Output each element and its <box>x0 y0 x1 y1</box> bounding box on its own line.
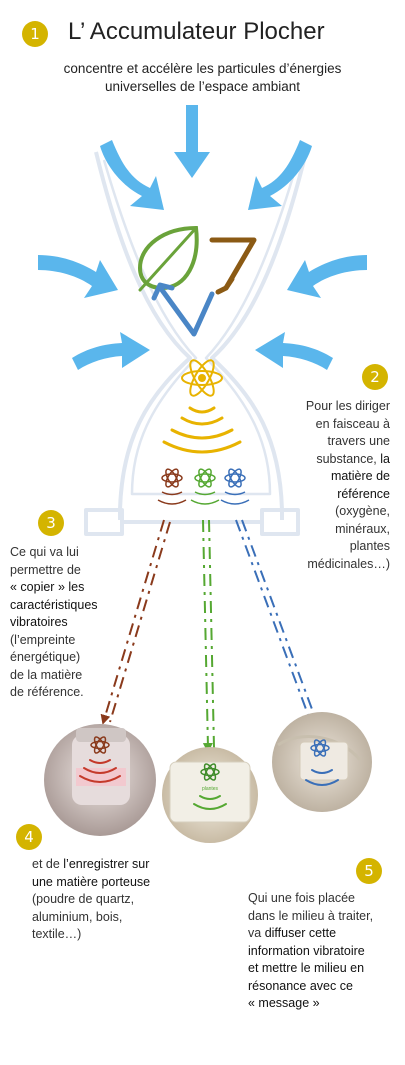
arrow-icon <box>38 105 367 370</box>
text-line: une matière porteuse <box>32 874 151 889</box>
text-line: travers une <box>327 434 390 448</box>
text-line: Qui une fois placée <box>248 891 356 905</box>
text-line: dans le milieu à traiter, <box>248 908 374 923</box>
leaf-icon <box>137 225 199 292</box>
beam-blue <box>235 519 317 725</box>
text-line: permettre de <box>10 562 81 577</box>
atom-icon <box>157 468 187 505</box>
text-line: plantes <box>349 539 390 553</box>
subtitle-line: concentre et accélère les particules d’é… <box>63 61 342 76</box>
step-badge-4: 4 <box>16 824 42 850</box>
text-line: (oxygène, <box>335 504 390 518</box>
step4-text: et de l’enregistrer sur une matière port… <box>32 856 202 944</box>
beam-brown <box>100 519 171 725</box>
step-badge-5: 5 <box>356 858 382 884</box>
text-line: résonance avec ce <box>248 978 353 993</box>
text-line: et de l’enregistrer sur <box>32 857 150 871</box>
text-line: substance, la <box>316 451 390 466</box>
text-line: Pour les diriger <box>305 399 390 413</box>
atom-icon <box>190 468 220 505</box>
text-line: aluminium, bois, <box>32 909 123 924</box>
text-line: (poudre de quartz, <box>32 892 135 906</box>
text-line: médicinales…) <box>307 556 390 571</box>
text-line: caractéristiques <box>10 597 98 612</box>
vibration-waves <box>162 406 242 454</box>
cycle-arrow-icon <box>151 282 215 337</box>
jar-label: plantes <box>202 786 219 792</box>
text-line: « copier » les <box>10 580 85 594</box>
text-line: matière de <box>330 469 390 483</box>
text-line: en faisceau à <box>315 416 390 431</box>
text-line: information vibratoire <box>248 943 365 958</box>
photo-plant-jar: plantes <box>162 747 258 843</box>
text-line: textile…) <box>32 927 82 941</box>
step-badge-1: 1 <box>22 21 48 47</box>
step2-text: Pour les diriger en faisceau à travers u… <box>262 398 390 573</box>
step-badge-3: 3 <box>38 510 64 536</box>
step-badge-2: 2 <box>362 364 388 390</box>
text-line: référence <box>337 486 390 501</box>
text-line: (l’empreinte <box>10 632 76 647</box>
text-line: vibratoires <box>10 615 68 629</box>
text-line: de la matière <box>10 667 83 682</box>
step5-text: Qui une fois placée dans le milieu à tra… <box>248 890 398 1013</box>
subtitle: concentre et accélère les particules d’é… <box>0 60 405 96</box>
step3-text: Ce qui va lui permettre de « copier » le… <box>10 544 160 702</box>
text-line: énergétique) <box>10 650 81 664</box>
subtitle-line: universelles de l’espace ambiant <box>104 79 301 94</box>
text-line: de référence. <box>10 685 84 699</box>
page-title: L’ Accumulateur Plocher <box>68 18 325 45</box>
text-line: et mettre le milieu en <box>248 961 365 975</box>
text-line: minéraux, <box>335 521 390 536</box>
atom-icon <box>220 468 250 505</box>
text-line: « message » <box>248 996 320 1010</box>
cycle-arrow-icon <box>209 237 257 295</box>
beam-green <box>202 519 215 753</box>
text-line: va diffuser cette <box>248 926 337 940</box>
photo-quartz-jar <box>44 724 156 836</box>
text-line: Ce qui va lui <box>10 545 79 559</box>
atom-icon <box>181 359 223 397</box>
photo-pendant <box>272 712 372 812</box>
